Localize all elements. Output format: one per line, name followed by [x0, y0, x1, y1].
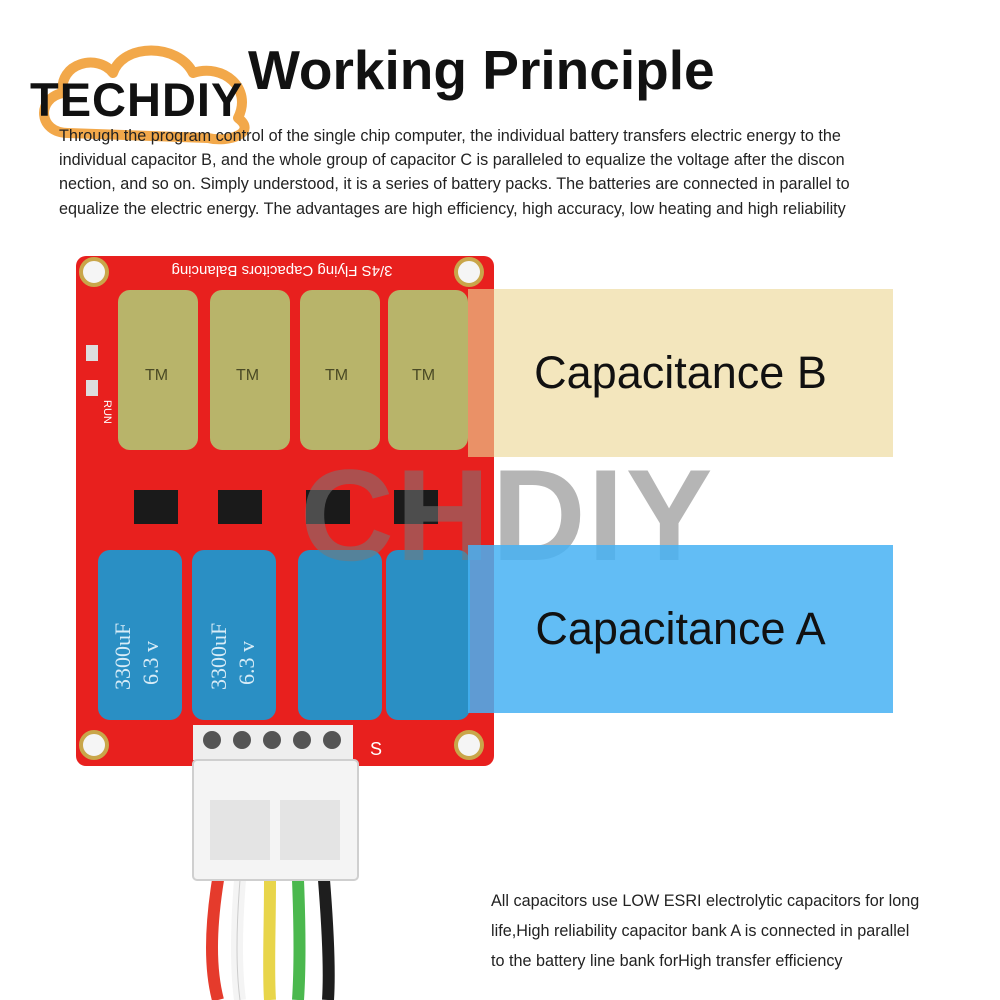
capacitor-bank-b: TM TM TM TM [118, 290, 468, 450]
techdiy-logo [39, 45, 250, 145]
capacitor-a-value: 3300uF [110, 623, 135, 690]
capacitor-a [192, 550, 276, 720]
chip [394, 490, 438, 524]
logo-text: TECHDIY [30, 73, 244, 126]
capacitor-b [388, 290, 468, 450]
capacitor-a [98, 550, 182, 720]
capacitor-note: All capacitors use LOW ESRI electrolytic… [491, 886, 971, 976]
page-title: Working Principle [248, 39, 715, 101]
capacitor-b-label: TM [412, 367, 435, 384]
note-line: life,High reliability capacitor bank A i… [491, 922, 910, 940]
description-line: Through the program control of the singl… [59, 127, 841, 145]
capacitor-b-label: TM [325, 367, 348, 384]
board-silkscreen: 3/4S Flying Capacitors Balancing [172, 262, 393, 279]
capacitor-b-label: TM [145, 367, 168, 384]
description-line: equalize the electric energy. The advant… [59, 199, 846, 218]
run-label: RUN [101, 400, 113, 424]
capacitor-b [118, 290, 198, 450]
led [86, 380, 98, 396]
logo-cloud-shape [39, 45, 250, 145]
balancer-board-photo: 3/4S Flying Capacitors Balancing RUN TM … [76, 256, 494, 1000]
capacitor-b-label: TM [236, 367, 259, 384]
capacitor-a-value: 3300uF [206, 623, 231, 690]
description-line: nection, and so on. Simply understood, i… [59, 175, 850, 194]
balance-connector [192, 725, 359, 881]
description-line: individual capacitor B, and the whole gr… [59, 151, 845, 170]
s-label: S [370, 739, 382, 759]
mount-hole [454, 730, 484, 760]
note-line: to the battery line bank forHigh transfe… [491, 952, 843, 970]
mount-hole [79, 257, 109, 287]
capacitance-b-label-band: Capacitance B [468, 289, 893, 457]
driver-chips [134, 490, 438, 524]
mount-hole [79, 730, 109, 760]
capacitor-a [386, 550, 470, 720]
capacitor-b [300, 290, 380, 450]
note-line: All capacitors use LOW ESRI electrolytic… [491, 892, 920, 910]
capacitance-a-label-band: Capacitance A [468, 545, 893, 713]
capacitance-a-label: Capacitance A [535, 603, 826, 654]
chip [306, 490, 350, 524]
capacitor-bank-a: 3300uF 6.3 v 3300uF 6.3 v [98, 550, 470, 720]
capacitor-a [298, 550, 382, 720]
led [86, 345, 98, 361]
cable-wires [206, 879, 335, 1000]
capacitance-b-label: Capacitance B [534, 347, 827, 398]
chip [218, 490, 262, 524]
mount-hole [454, 257, 484, 287]
chip [134, 490, 178, 524]
description: Through the program control of the singl… [59, 124, 944, 221]
capacitor-a-voltage: 6.3 v [138, 641, 163, 685]
capacitor-a-voltage: 6.3 v [234, 641, 259, 685]
capacitor-b [210, 290, 290, 450]
